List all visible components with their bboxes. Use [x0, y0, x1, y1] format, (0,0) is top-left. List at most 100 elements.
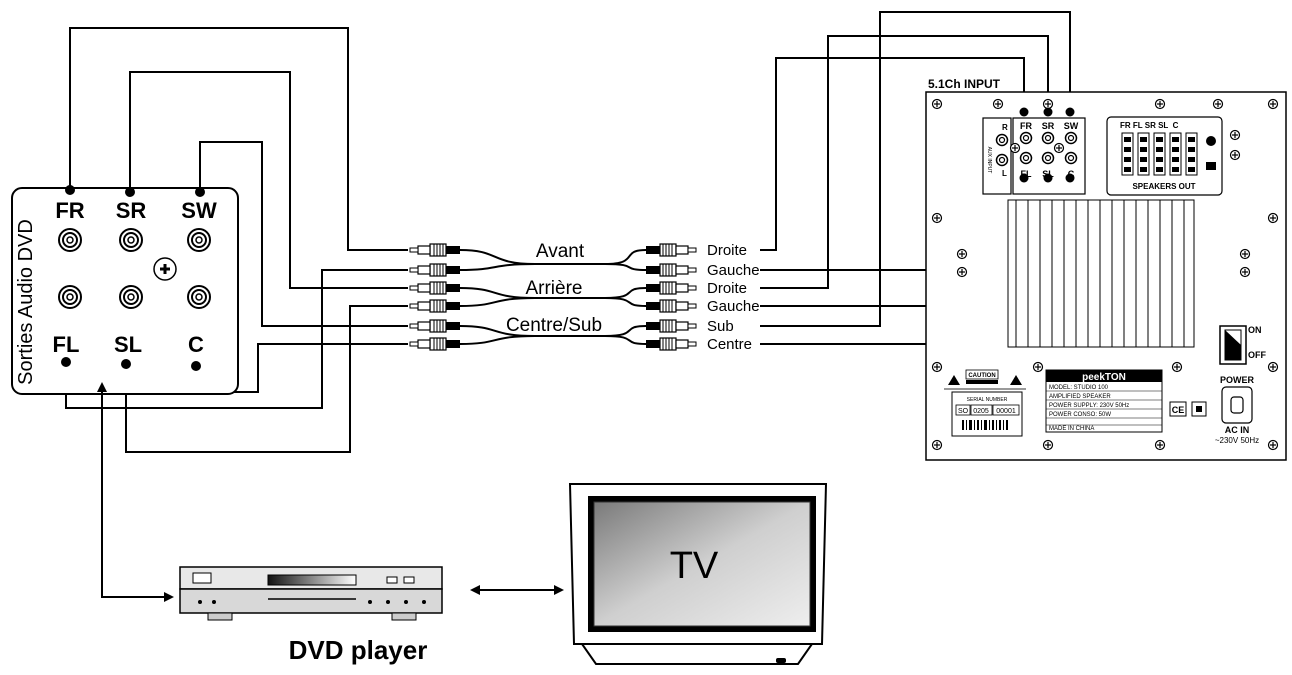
arrow-dvd-to-outputs	[97, 382, 174, 602]
label-sw: SW	[181, 198, 217, 223]
aux-jack-r[interactable]	[995, 133, 1009, 147]
plate-line: POWER CONSO: 50W	[1049, 412, 1111, 418]
caution-label: CAUTION	[968, 373, 995, 379]
cable-end-label: Sub	[707, 318, 734, 335]
amp-jack-c[interactable]	[1064, 151, 1078, 165]
screw-icon	[1042, 98, 1054, 110]
dvd-outputs-title: Sorties Audio DVD	[15, 219, 37, 385]
plate-line: AMPLIFIED SPEAKER	[1049, 394, 1111, 400]
screw-icon	[1267, 212, 1279, 224]
amp-jack-fl[interactable]	[1019, 151, 1033, 165]
rca-cables: Avant Arrière Centre/Sub Droite Gauche D…	[409, 241, 760, 353]
plate-line: POWER SUPPLY: 230V 50Hz	[1049, 403, 1129, 409]
jack-fl[interactable]	[58, 285, 82, 309]
screw-icon	[1267, 361, 1279, 373]
aux-jack-l[interactable]	[995, 153, 1009, 167]
screw-icon	[1154, 439, 1166, 451]
screw-icon	[931, 361, 943, 373]
screw-icon	[1032, 361, 1044, 373]
jack-sw[interactable]	[187, 228, 211, 252]
plate-line: MODEL: STUDIO 100	[1049, 385, 1109, 391]
rca-plug-left	[409, 281, 461, 295]
screw-icon	[931, 98, 943, 110]
wire-sr	[129, 71, 408, 289]
amp-jack-fr[interactable]	[1019, 131, 1033, 145]
speakers-out-label: SPEAKERS OUT	[1132, 182, 1195, 191]
rca-plug-right	[645, 243, 697, 257]
amplifier-back-panel: 5.1Ch INPUT R L AUX INPUT FR	[925, 77, 1287, 461]
power-label: POWER	[1220, 375, 1255, 385]
cable-group-centre-sub: Centre/Sub	[506, 315, 602, 336]
rca-plug-left	[409, 299, 461, 313]
screw-icon	[1229, 149, 1241, 161]
switch-off-label: OFF	[1248, 350, 1266, 360]
screw-icon	[1239, 248, 1251, 260]
cable-group-arriere: Arrière	[525, 278, 582, 299]
input-label-sr: SR	[1042, 121, 1055, 131]
screw-icon	[1267, 439, 1279, 451]
screw-icon	[1053, 142, 1065, 154]
amp-jack-sl[interactable]	[1041, 151, 1055, 165]
barcode-icon	[962, 420, 1008, 430]
dvd-player-label: DVD player	[289, 635, 428, 665]
jack-sl[interactable]	[119, 285, 143, 309]
label-fl: FL	[53, 332, 80, 357]
rca-plug-right	[645, 299, 697, 313]
label-c: C	[188, 332, 204, 357]
cable-end-label: Droite	[707, 242, 747, 259]
rca-plug-right	[645, 319, 697, 333]
cable-end-label: Centre	[707, 336, 752, 353]
ac-power-inlet[interactable]	[1221, 386, 1253, 424]
connection-arrows	[97, 382, 564, 602]
label-sr: SR	[116, 198, 147, 223]
brand-logo: peekTON	[1082, 372, 1126, 383]
screw-icon	[1171, 361, 1183, 373]
input-title: 5.1Ch INPUT	[928, 77, 1001, 91]
dvd-audio-outputs-panel: Sorties Audio DVD FR SR SW FL SL C	[11, 185, 239, 395]
rca-plug-left	[409, 319, 461, 333]
aux-r-label: R	[1002, 123, 1008, 132]
screw-icon	[956, 266, 968, 278]
dvd-player: DVD player	[179, 566, 443, 665]
cable-end-label: Gauche	[707, 262, 760, 279]
ce-mark: CE	[1172, 405, 1185, 415]
screw-icon	[1267, 98, 1279, 110]
amp-jack-sr[interactable]	[1041, 131, 1055, 145]
cable-end-label: Droite	[707, 280, 747, 297]
rca-plug-right	[645, 337, 697, 351]
cable-group-avant: Avant	[536, 241, 585, 262]
screw-icon	[992, 98, 1004, 110]
screw-icon	[1229, 129, 1241, 141]
tv: TV	[568, 483, 828, 665]
wire-fr-amp	[760, 57, 1025, 251]
warning-icon	[948, 375, 1022, 385]
amp-jack-sw[interactable]	[1064, 131, 1078, 145]
rca-plug-left	[409, 243, 461, 257]
ac-in-label: AC IN	[1225, 425, 1250, 435]
jack-sr[interactable]	[119, 228, 143, 252]
jack-fr[interactable]	[58, 228, 82, 252]
wire-sw	[199, 141, 408, 327]
screw-icon	[931, 212, 943, 224]
label-fr: FR	[55, 198, 84, 223]
wire-fr	[69, 27, 408, 251]
rca-plug-right	[645, 281, 697, 295]
screw-icon	[1009, 142, 1021, 154]
speakers-out-columns: FR FL SR SL C	[1120, 121, 1179, 130]
screw-icon	[931, 439, 943, 451]
rca-plug-left	[409, 337, 461, 351]
jack-c[interactable]	[187, 285, 211, 309]
serial-part: 0205	[973, 408, 989, 415]
rca-plug-left	[409, 263, 461, 277]
screw-icon	[1154, 98, 1166, 110]
screw-icon	[1212, 98, 1224, 110]
rca-plug-right	[645, 263, 697, 277]
ac-voltage-label: ~230V 50Hz	[1215, 436, 1259, 445]
serial-part: SO	[958, 408, 969, 415]
input-label-fl: FL	[1021, 169, 1032, 179]
wire-sub-amp	[760, 11, 1071, 327]
wire-sr-amp	[760, 35, 1049, 289]
power-switch[interactable]	[1219, 325, 1247, 365]
heatsink	[1007, 199, 1195, 348]
